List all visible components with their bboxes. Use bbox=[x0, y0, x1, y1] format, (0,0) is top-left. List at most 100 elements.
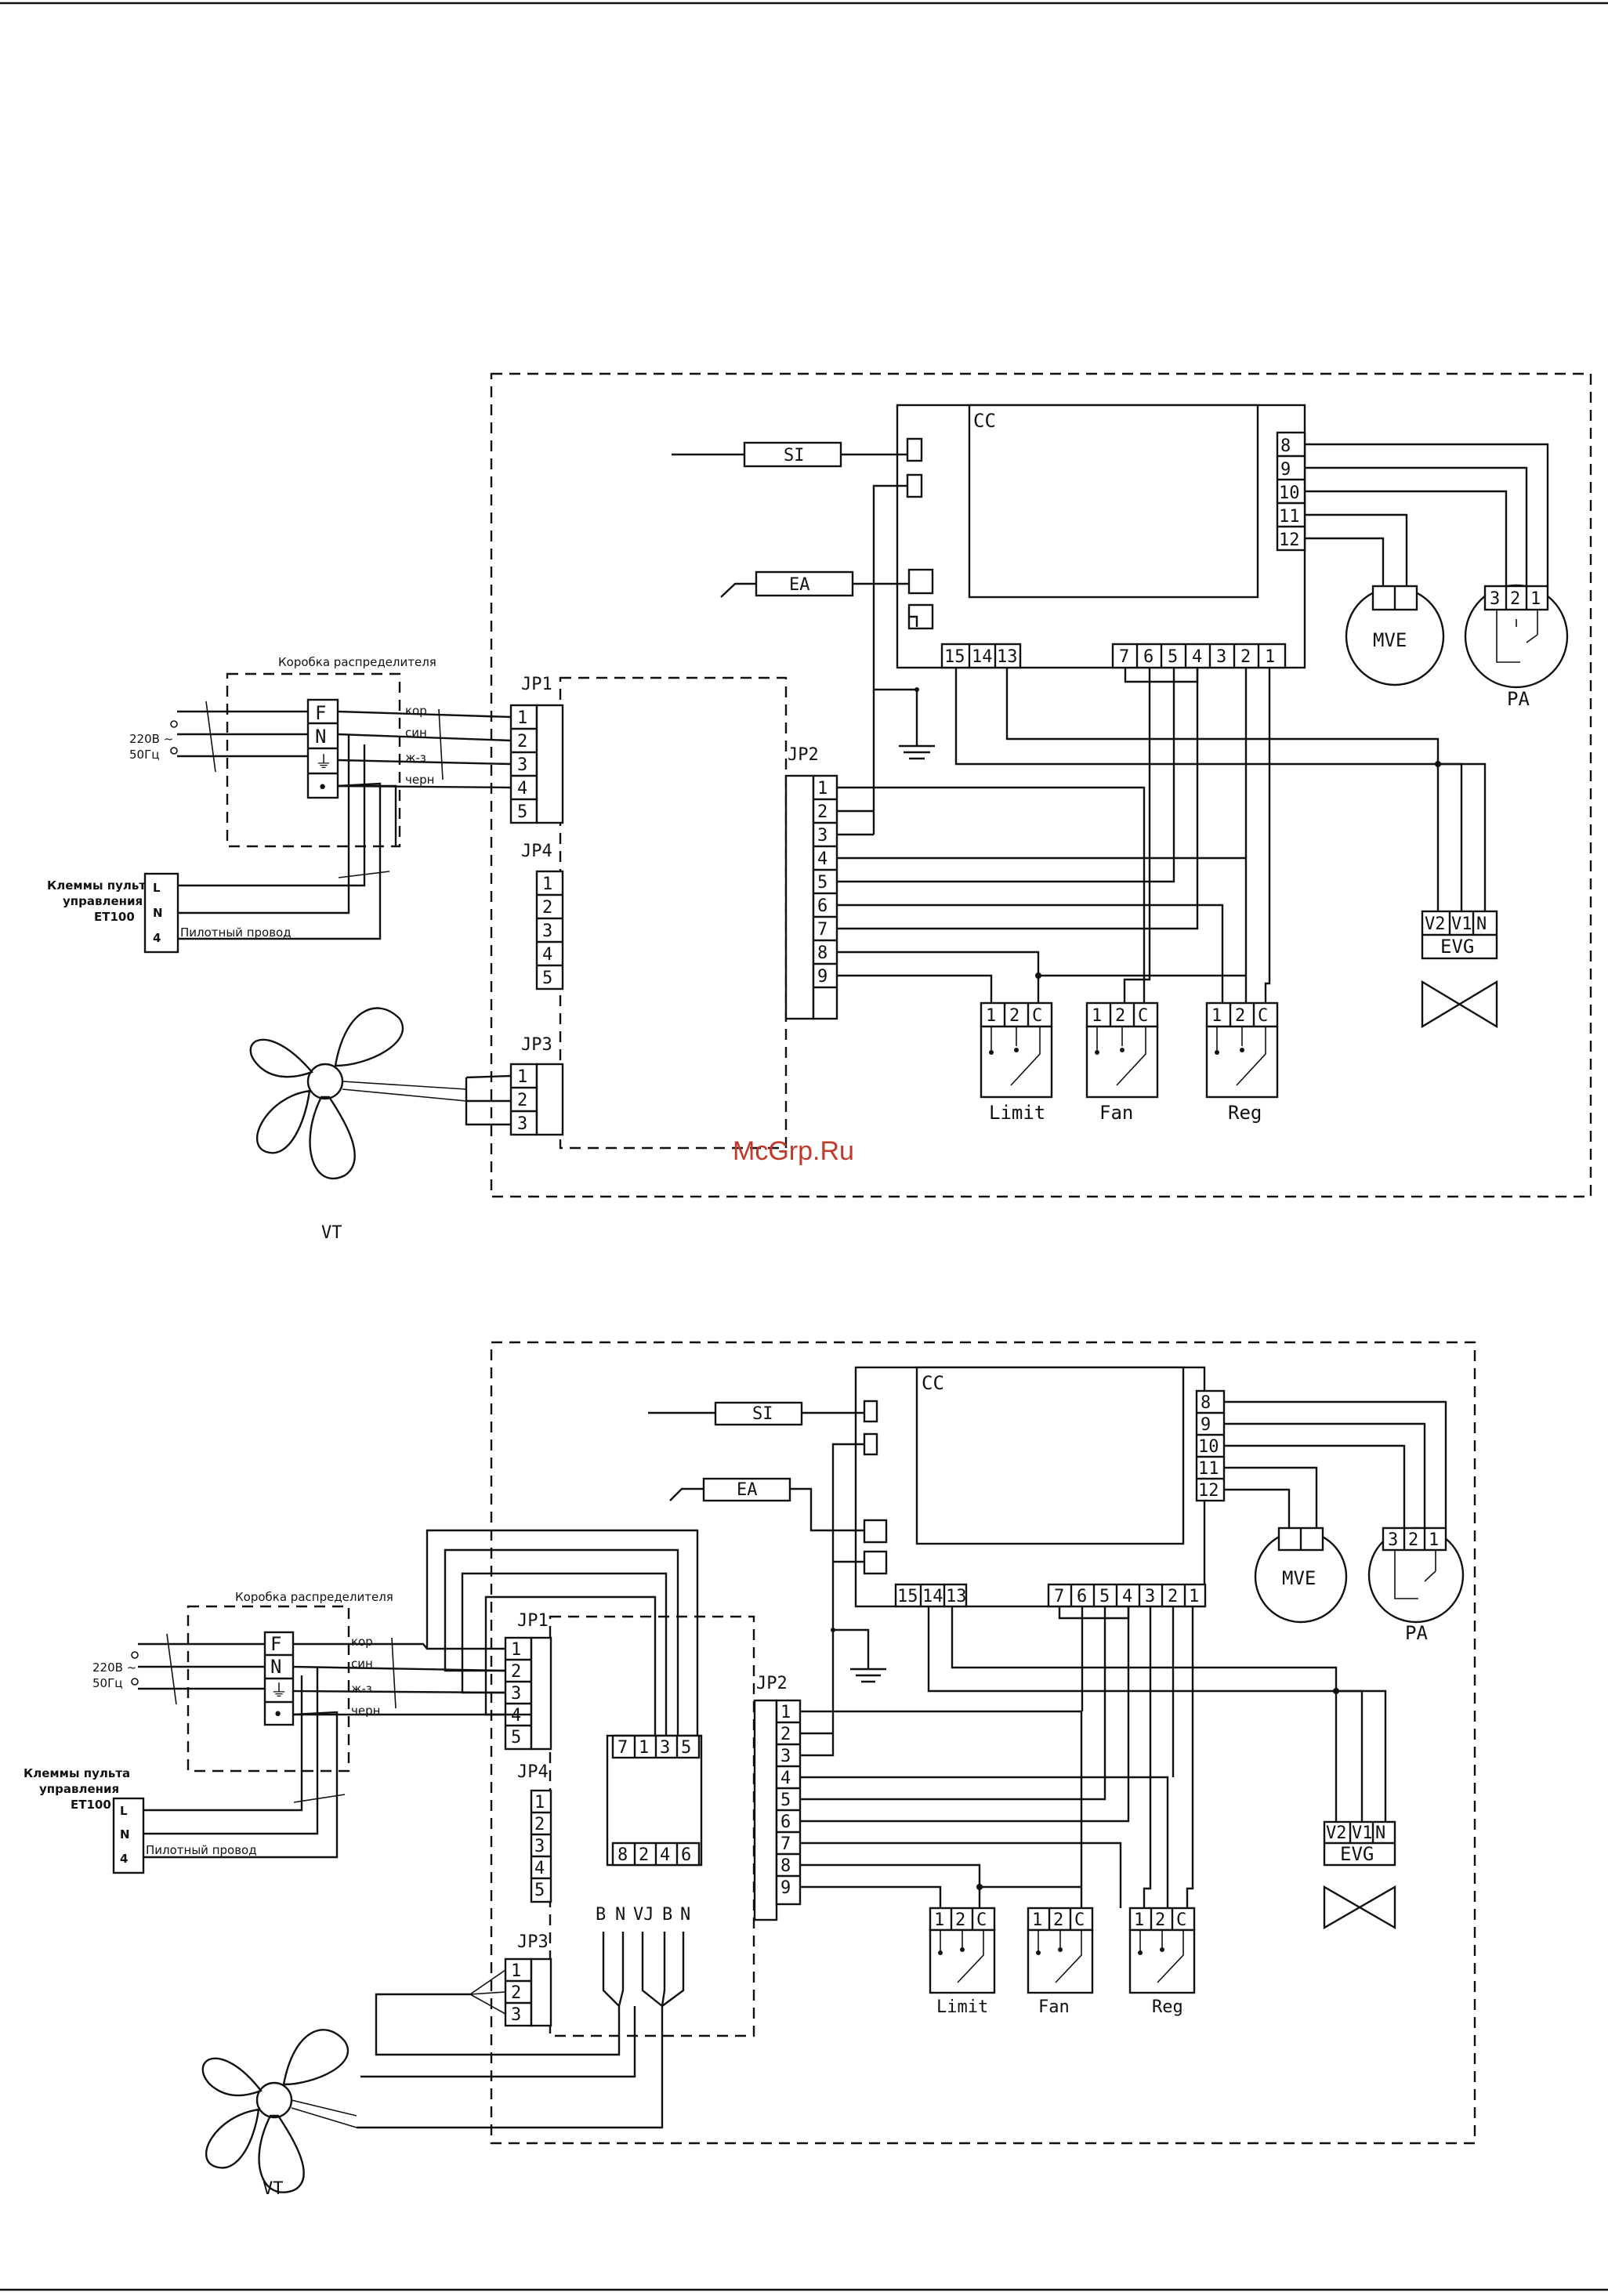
svg-text:2: 2 bbox=[1240, 647, 1251, 667]
svg-text:2: 2 bbox=[1408, 1530, 1418, 1550]
svg-text:10: 10 bbox=[1279, 483, 1300, 503]
svg-text:Limit: Limit bbox=[989, 1102, 1045, 1124]
svg-text:N: N bbox=[615, 1905, 625, 1925]
svg-text:C: C bbox=[1138, 1006, 1148, 1026]
mve-motor: MVE bbox=[1345, 585, 1445, 686]
pa-device: 3 2 1 PA bbox=[1464, 584, 1569, 710]
svg-text:2: 2 bbox=[542, 898, 552, 918]
svg-text:JP4: JP4 bbox=[521, 842, 552, 861]
svg-text:VJ: VJ bbox=[633, 1905, 654, 1925]
svg-text:N: N bbox=[1375, 1823, 1385, 1843]
svg-text:3: 3 bbox=[542, 922, 552, 941]
svg-text:4: 4 bbox=[517, 779, 527, 799]
ea-sensor: EA bbox=[720, 570, 909, 598]
junction-box: Коробка распределителя F N ⏚ • кор син ж… bbox=[226, 655, 436, 848]
svg-text:V2: V2 bbox=[1425, 914, 1446, 934]
svg-text:N: N bbox=[153, 906, 163, 920]
svg-text:2: 2 bbox=[639, 1845, 649, 1865]
svg-text:1: 1 bbox=[986, 1006, 996, 1026]
svg-text:13: 13 bbox=[997, 647, 1018, 667]
svg-text:Limit: Limit bbox=[936, 1997, 988, 2017]
svg-text:SI: SI bbox=[784, 446, 805, 465]
svg-text:8: 8 bbox=[1201, 1393, 1211, 1413]
diagram-2: CC 8 9 10 11 12 15 14 13 7 6 5 4 bbox=[24, 1341, 1476, 2199]
cc-controller-2: CC 8 9 10 11 12 15 14 13 7 6 5 4 bbox=[854, 1366, 1226, 1608]
svg-text:7: 7 bbox=[617, 1738, 628, 1758]
svg-text:EVG: EVG bbox=[1340, 1843, 1374, 1865]
svg-text:Коробка распределителя: Коробка распределителя bbox=[235, 1590, 393, 1604]
svg-text:11: 11 bbox=[1279, 507, 1300, 527]
svg-text:кор: кор bbox=[405, 704, 427, 718]
svg-text:PA: PA bbox=[1507, 688, 1530, 710]
svg-text:4: 4 bbox=[542, 945, 552, 965]
svg-text:5: 5 bbox=[780, 1791, 791, 1810]
svg-text:EVG: EVG bbox=[1440, 936, 1474, 958]
svg-text:1: 1 bbox=[511, 1640, 521, 1660]
watermark: McGrp.Ru bbox=[733, 1136, 854, 1166]
svg-text:N: N bbox=[1476, 914, 1487, 934]
svg-text:4: 4 bbox=[511, 1706, 521, 1726]
svg-text:1: 1 bbox=[517, 708, 527, 728]
svg-text:Клеммы пульта: Клеммы пульта bbox=[47, 878, 154, 893]
svg-text:SI: SI bbox=[752, 1404, 773, 1424]
svg-text:1: 1 bbox=[1211, 1006, 1222, 1026]
svg-text:4: 4 bbox=[153, 931, 161, 945]
svg-text:6: 6 bbox=[817, 896, 828, 916]
diagram-1: CC 8 9 10 11 12 15 14 13 bbox=[47, 372, 1592, 1243]
fan-vt-icon: VT bbox=[249, 1007, 404, 1243]
svg-text:MVE: MVE bbox=[1282, 1567, 1316, 1589]
svg-text:N: N bbox=[680, 1905, 690, 1925]
svg-text:7: 7 bbox=[1119, 647, 1129, 667]
svg-text:B: B bbox=[662, 1905, 672, 1925]
svg-text:2: 2 bbox=[1115, 1006, 1125, 1026]
svg-text:15: 15 bbox=[897, 1587, 918, 1606]
svg-text:11: 11 bbox=[1198, 1459, 1219, 1479]
svg-text:CC: CC bbox=[922, 1372, 944, 1394]
svg-text:F: F bbox=[315, 702, 326, 724]
svg-text:ET100: ET100 bbox=[71, 1798, 111, 1812]
svg-text:3: 3 bbox=[780, 1747, 791, 1766]
jp3-terminal: JP3 1 2 3 bbox=[509, 1035, 564, 1136]
svg-text:2: 2 bbox=[1235, 1006, 1245, 1026]
svg-text:5: 5 bbox=[1099, 1587, 1110, 1606]
jp4-terminal-2: JP4 1 2 3 4 5 bbox=[517, 1762, 552, 1903]
unit-boundary bbox=[490, 372, 1592, 1198]
cc-right-terminals: 8 9 10 11 12 bbox=[1276, 431, 1306, 552]
svg-text:2: 2 bbox=[517, 732, 527, 751]
svg-text:4: 4 bbox=[817, 849, 828, 869]
svg-text:L: L bbox=[153, 881, 161, 895]
svg-text:3: 3 bbox=[1216, 647, 1226, 667]
remote-panel: Клеммы пульта управления ET100 L N 4 Пил… bbox=[47, 872, 292, 954]
supply-label: 220В ~ bbox=[129, 732, 173, 746]
svg-text:1: 1 bbox=[780, 1703, 791, 1722]
svg-text:2: 2 bbox=[1510, 589, 1520, 609]
jp4-terminal: JP4 1 2 3 4 5 bbox=[521, 842, 564, 990]
jp3-terminal-2: JP3 1 2 3 bbox=[504, 1932, 552, 2027]
fan-speed-relay: 7 1 3 5 8 2 4 6 B N VJ B N bbox=[596, 1734, 703, 1925]
svg-text:14: 14 bbox=[922, 1587, 943, 1606]
svg-text:C: C bbox=[976, 1910, 987, 1930]
svg-text:N: N bbox=[120, 1827, 130, 1842]
svg-text:V1: V1 bbox=[1451, 914, 1472, 934]
svg-text:Reg: Reg bbox=[1152, 1997, 1183, 2017]
svg-text:Пилотный провод: Пилотный провод bbox=[180, 925, 292, 940]
svg-text:1: 1 bbox=[1134, 1910, 1144, 1930]
svg-text:2: 2 bbox=[955, 1910, 965, 1930]
fan-switch-2: 1 2 C Fan bbox=[1027, 1907, 1094, 2017]
svg-text:VT: VT bbox=[263, 2179, 284, 2199]
svg-text:⏚: ⏚ bbox=[315, 753, 332, 773]
jp1-terminal-2: JP1 1 2 3 4 5 bbox=[504, 1611, 552, 1751]
svg-text:1: 1 bbox=[511, 1961, 521, 1981]
svg-text:10: 10 bbox=[1198, 1437, 1219, 1457]
svg-text:5: 5 bbox=[1168, 647, 1178, 667]
svg-text:2: 2 bbox=[534, 1815, 545, 1834]
cc-controller: CC 8 9 10 11 12 15 14 13 bbox=[896, 404, 1306, 669]
svg-text:1: 1 bbox=[817, 779, 828, 799]
svg-text:6: 6 bbox=[681, 1845, 691, 1865]
svg-text:JP4: JP4 bbox=[517, 1762, 549, 1782]
svg-text:1: 1 bbox=[1189, 1587, 1199, 1606]
svg-text:3: 3 bbox=[511, 2005, 521, 2025]
jp2-terminal: JP2 1 2 3 4 5 6 7 8 9 bbox=[784, 745, 838, 1020]
svg-text:Клеммы пульта: Клеммы пульта bbox=[24, 1766, 130, 1780]
svg-text:F: F bbox=[270, 1633, 281, 1655]
